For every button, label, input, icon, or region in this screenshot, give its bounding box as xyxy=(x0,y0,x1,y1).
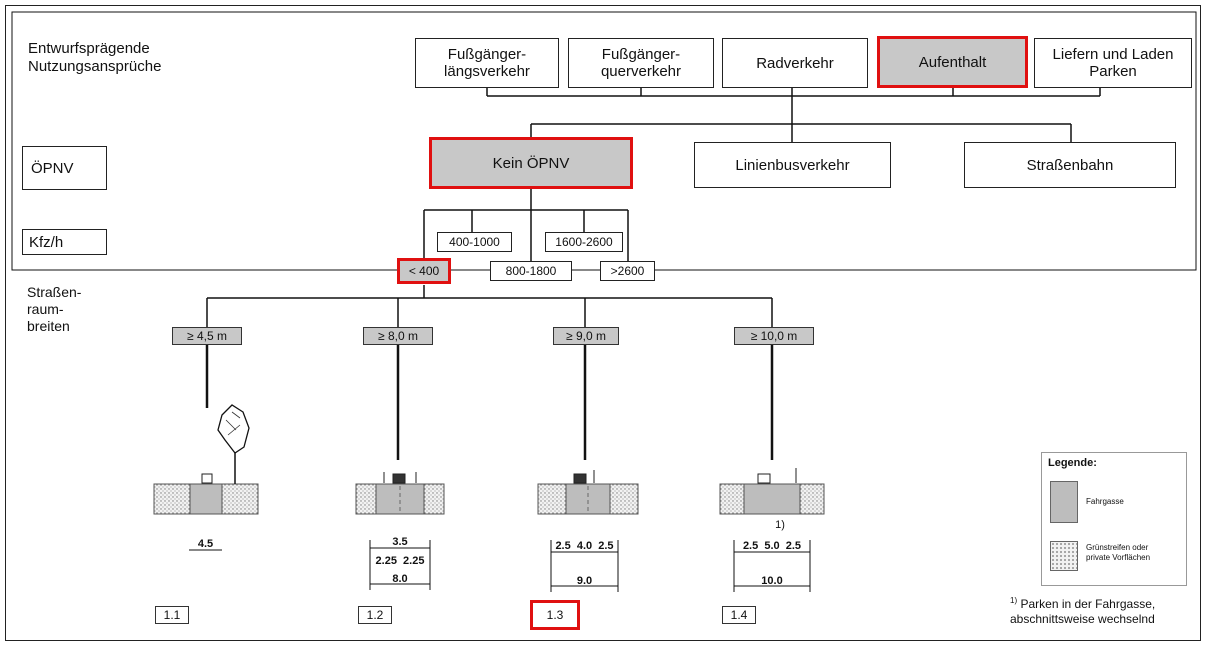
nutzung-label: Entwurfsprägende Nutzungsansprüche xyxy=(28,40,162,75)
legend-fahrgasse-label: Fahrgasse xyxy=(1086,497,1124,506)
usage-liefern-laden: Liefern und Laden Parken xyxy=(1034,38,1192,88)
oepnv-kein: Kein ÖPNV xyxy=(429,137,633,189)
variant-1-3: 1.3 xyxy=(530,600,580,630)
strassen-label: Straßen- raum- breiten xyxy=(22,282,107,344)
dim-1-4-parts: 2.5 5.0 2.5 xyxy=(742,540,802,552)
footnote-text: Parken in der Fahrgasse, abschnittsweise… xyxy=(1010,597,1156,626)
dim-1-3-total: 9.0 xyxy=(576,575,593,587)
usage-fussgaenger-quer: Fußgänger- querverkehr xyxy=(568,38,714,88)
legend-gruen-label: Grünstreifen oder private Vorflächen xyxy=(1086,543,1151,562)
variant-1-4: 1.4 xyxy=(722,606,756,624)
oepnv-strassenbahn: Straßenbahn xyxy=(964,142,1176,188)
width-8-0: ≥ 8,0 m xyxy=(363,327,433,345)
dim-1-2-total: 8.0 xyxy=(392,573,408,585)
usage-radverkehr: Radverkehr xyxy=(722,38,868,88)
cross-section-1-2 xyxy=(355,472,445,515)
diagram-frame xyxy=(5,5,1201,641)
kfz-400-1000: 400-1000 xyxy=(437,232,512,252)
variant-1-2: 1.2 xyxy=(358,606,392,624)
dim-1-4-total: 10.0 xyxy=(761,575,783,587)
dim-1-4-note: 1) xyxy=(775,519,785,531)
usage-fussgaenger-laengs: Fußgänger- längsverkehr xyxy=(415,38,559,88)
oepnv-label: ÖPNV xyxy=(22,146,107,190)
legend-gruen-swatch xyxy=(1050,541,1078,571)
legend: Legende: Fahrgasse Grünstreifen oder pri… xyxy=(1041,452,1187,586)
footnote-mark: 1) xyxy=(1010,596,1018,605)
dim-1-2-mid: 2.25 2.25 xyxy=(375,555,425,567)
kfz-label: Kfz/h xyxy=(22,229,107,255)
dim-1-3-parts: 2.5 4.0 2.5 xyxy=(555,540,614,552)
width-4-5: ≥ 4,5 m xyxy=(172,327,242,345)
kfz-above-2600: >2600 xyxy=(600,261,655,281)
width-10-0: ≥ 10,0 m xyxy=(734,327,814,345)
cross-section-1-3 xyxy=(537,470,639,515)
footnote: 1) Parken in der Fahrgasse, abschnittswe… xyxy=(1010,593,1155,627)
kfz-below-400: < 400 xyxy=(397,258,451,284)
legend-title: Legende: xyxy=(1048,457,1097,469)
legend-fahrgasse-swatch xyxy=(1050,481,1078,523)
cross-section-1-4 xyxy=(719,468,825,515)
usage-aufenthalt: Aufenthalt xyxy=(877,36,1028,88)
dim-1-1: 4.5 xyxy=(197,538,214,550)
kfz-1600-2600: 1600-2600 xyxy=(545,232,623,252)
dim-1-2-top: 3.5 xyxy=(392,536,408,548)
width-9-0: ≥ 9,0 m xyxy=(553,327,619,345)
variant-1-1: 1.1 xyxy=(155,606,189,624)
kfz-800-1800: 800-1800 xyxy=(490,261,572,281)
cross-section-1-1 xyxy=(153,404,259,515)
oepnv-linienbus: Linienbusverkehr xyxy=(694,142,891,188)
